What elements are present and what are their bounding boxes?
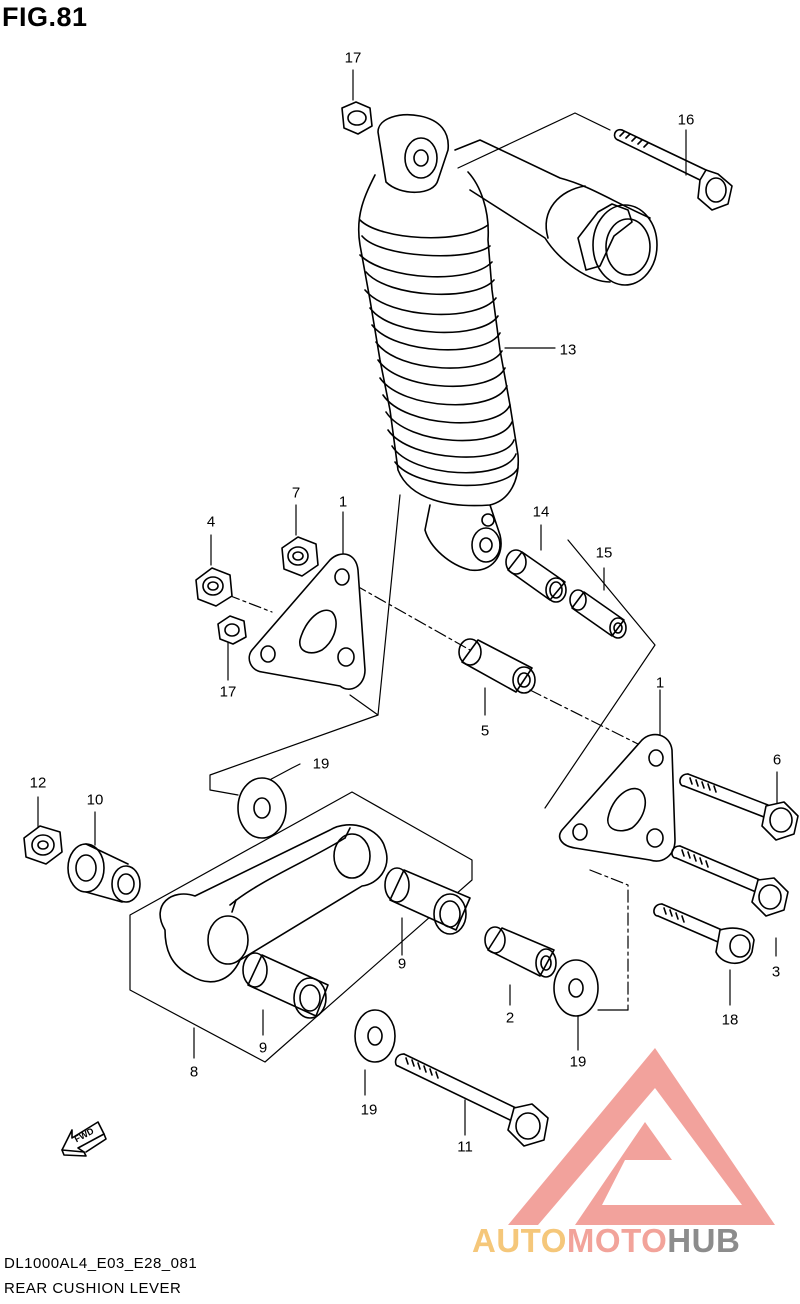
callout-6: 6 xyxy=(772,751,782,769)
callout-16: 16 xyxy=(677,111,695,129)
shock-absorber-13 xyxy=(357,114,658,572)
bolt-3 xyxy=(671,845,789,917)
callout-9-left: 9 xyxy=(258,1039,268,1057)
fwd-arrow-icon xyxy=(61,1121,107,1157)
nut-12 xyxy=(23,825,63,865)
callout-2: 2 xyxy=(505,1009,515,1027)
callout-8: 8 xyxy=(189,1063,199,1081)
callout-3: 3 xyxy=(771,963,781,981)
nut-17-lower xyxy=(217,615,247,645)
washer-19-right xyxy=(553,959,599,1017)
bushing-14 xyxy=(505,549,567,603)
plate-1-upper xyxy=(248,553,366,690)
bearing-9-right xyxy=(384,867,471,935)
cushion-lever-8 xyxy=(159,824,388,983)
watermark-part-auto: AUTO xyxy=(472,1222,567,1259)
washer-19-bottom xyxy=(354,1009,396,1063)
plate-1-lower xyxy=(558,733,676,862)
nut-7 xyxy=(281,536,319,577)
footer-figure-code: DL1000AL4_E03_E28_081 xyxy=(4,1255,198,1272)
footer-figure-name: REAR CUSHION LEVER xyxy=(4,1280,182,1297)
callout-19-right: 19 xyxy=(569,1053,587,1071)
washer-19-upper xyxy=(237,777,287,839)
spacer-15 xyxy=(569,589,627,639)
callout-17-lower: 17 xyxy=(219,683,237,701)
leader-lines xyxy=(37,69,778,1136)
callout-7: 7 xyxy=(291,484,301,502)
bearing-9-left xyxy=(242,952,329,1019)
callout-10: 10 xyxy=(86,791,104,809)
spacer-5 xyxy=(458,638,536,694)
spacer-2 xyxy=(484,926,557,978)
callout-14: 14 xyxy=(532,503,550,521)
watermark-triangle xyxy=(508,1048,775,1225)
watermark-logo-text: AUTOMOTOHUB xyxy=(472,1222,740,1260)
nut-4 xyxy=(195,567,233,607)
callout-13: 13 xyxy=(559,341,577,359)
bolt-11 xyxy=(394,1053,549,1147)
callout-11: 11 xyxy=(457,1138,473,1156)
watermark-part-moto: MOTO xyxy=(566,1222,668,1259)
callout-1-lower: 1 xyxy=(655,674,665,692)
bolt-6 xyxy=(679,773,799,841)
figure-title: FIG.81 xyxy=(2,2,88,32)
callout-18: 18 xyxy=(721,1011,739,1029)
callout-12: 12 xyxy=(29,774,47,792)
bolt-16 xyxy=(613,128,733,211)
callout-19-upper: 19 xyxy=(312,755,330,773)
callout-17-top: 17 xyxy=(344,49,362,67)
collar-10 xyxy=(67,843,141,903)
callout-1-upper: 1 xyxy=(338,493,348,511)
nut-17-top xyxy=(341,101,373,135)
watermark-part-hub: HUB xyxy=(667,1222,741,1259)
bolt-18 xyxy=(653,903,755,965)
callout-9-right: 9 xyxy=(397,955,407,973)
callout-4: 4 xyxy=(206,513,216,531)
callout-5: 5 xyxy=(480,722,490,740)
callout-15: 15 xyxy=(595,544,613,562)
callout-19-bottom: 19 xyxy=(360,1101,378,1119)
